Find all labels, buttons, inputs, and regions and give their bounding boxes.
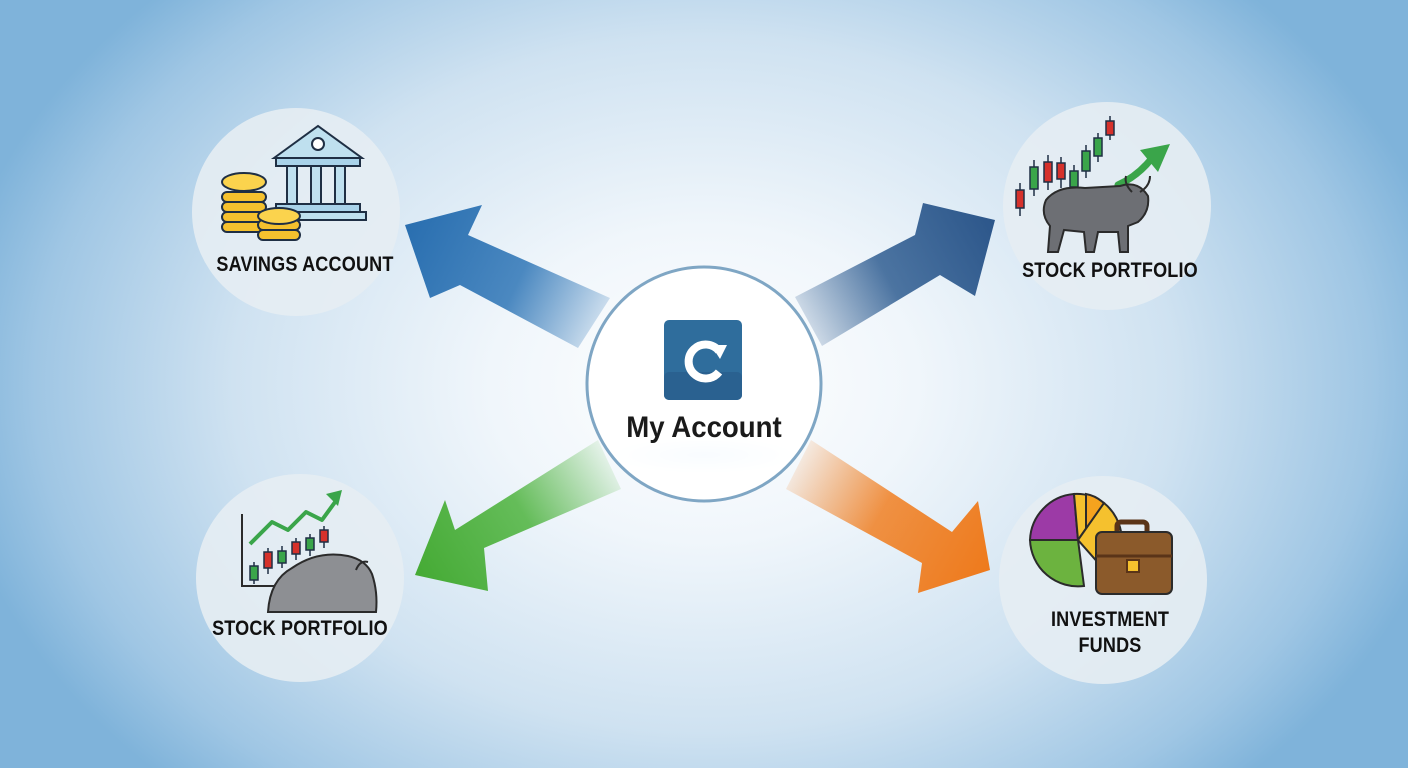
bull-chart-icon — [241, 490, 378, 613]
arrow-to-stock-bottom-left — [415, 440, 621, 591]
arrow-to-funds — [786, 440, 990, 593]
savings-account-label: SAVINGS ACCOUNT — [216, 253, 394, 276]
bull-candlestick-icon — [1015, 116, 1170, 253]
bank-coins-icon — [221, 124, 367, 241]
my-account-label: My Account — [626, 411, 782, 444]
investment-funds-label: INVESTMENT FUNDS — [1050, 608, 1170, 657]
pie-briefcase-icon — [1028, 492, 1173, 595]
arrow-to-savings — [405, 205, 610, 348]
stock-portfolio-bottom-left-label: STOCK PORTFOLIO — [212, 617, 388, 640]
arrow-to-stock-top-right — [795, 203, 995, 346]
account-sync-icon — [664, 320, 742, 400]
stock-portfolio-top-right-label: STOCK PORTFOLIO — [1022, 259, 1198, 282]
